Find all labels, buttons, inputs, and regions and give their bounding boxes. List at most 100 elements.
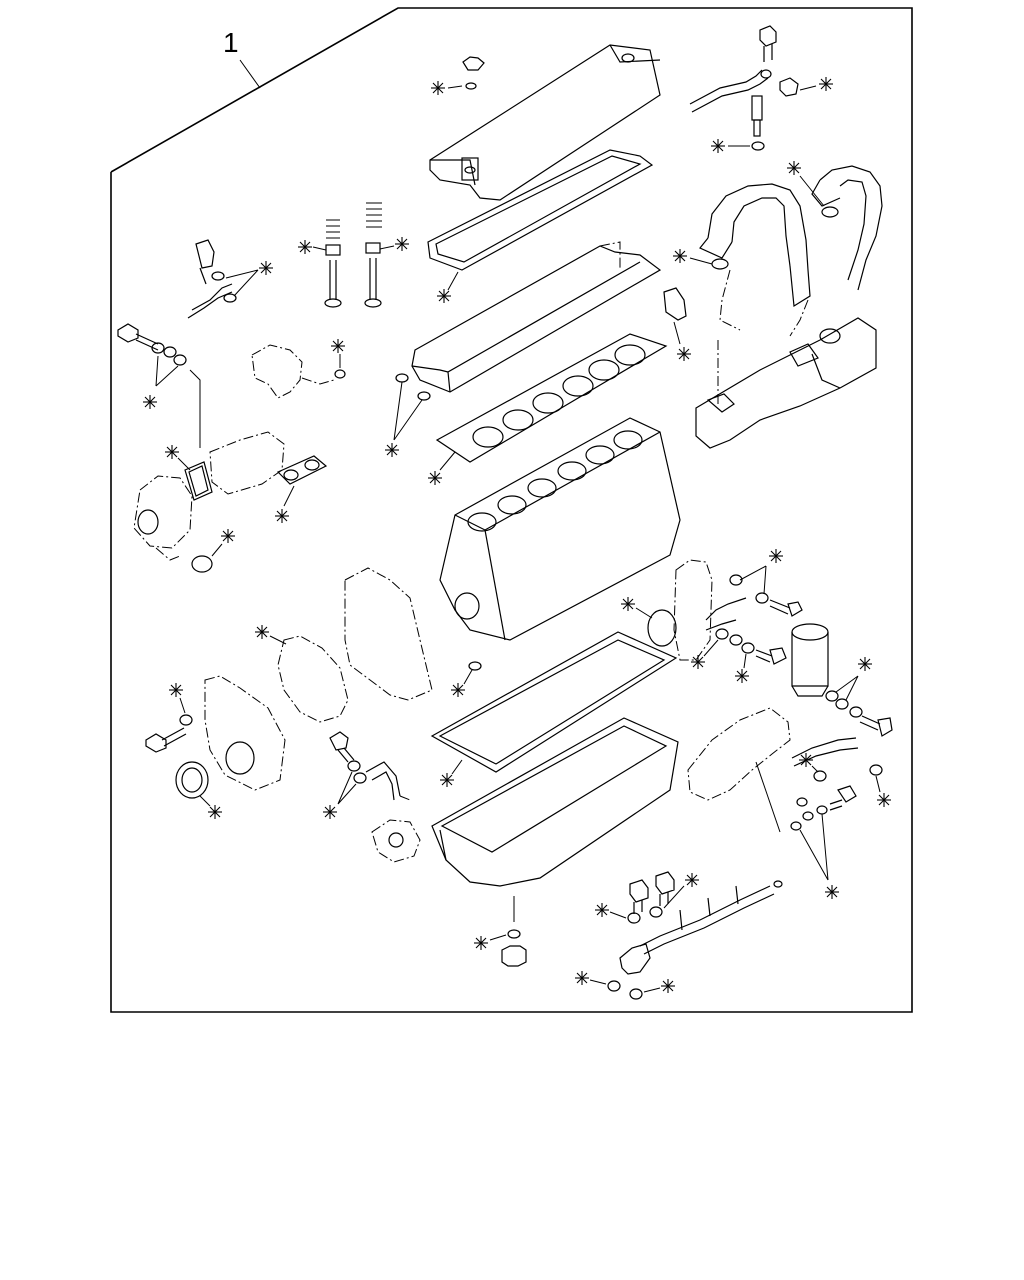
water-hose	[811, 165, 883, 291]
gasket-marker	[142, 394, 158, 410]
callout-leader	[239, 59, 261, 89]
gasket-marker	[710, 138, 726, 154]
gasket-marker	[258, 260, 274, 276]
hose-gasket	[821, 206, 839, 218]
thermostat-housing	[251, 344, 303, 399]
gasket-marker	[574, 970, 590, 986]
gasket-marker	[857, 656, 873, 672]
fuel-bolt-a	[629, 879, 649, 914]
gasket-marker	[594, 902, 610, 918]
fuel-washer-d	[629, 988, 643, 1000]
gasket-marker	[684, 872, 700, 888]
rocker-cover-gasket	[427, 149, 654, 271]
injection-pump	[687, 707, 791, 801]
oil-filter	[791, 623, 829, 697]
oil-cooler-body	[209, 431, 285, 495]
cylinder-head-gasket	[435, 333, 668, 463]
oil-filter-bolt	[859, 715, 893, 737]
fuel-washer-a	[627, 912, 641, 924]
gasket-marker	[330, 338, 346, 354]
injection-pipe	[791, 737, 859, 767]
front-timing-cover	[344, 567, 433, 701]
oil-cooler-gasket	[184, 461, 213, 501]
turbo-union	[779, 77, 799, 97]
fuel-leak-off-pipe	[619, 880, 783, 975]
gasket-marker	[672, 248, 688, 264]
outlet-pipe-gasket	[711, 258, 729, 270]
gasket-marker	[690, 654, 706, 670]
valve-spring-left	[324, 219, 342, 308]
cylinder-block	[439, 417, 681, 641]
callout-number: 1	[223, 27, 239, 58]
gasket-marker	[297, 239, 313, 255]
fuel-washer-b	[649, 906, 663, 918]
water-pump	[133, 475, 193, 561]
front-cover-gasket	[277, 635, 349, 723]
turbo-oil-pipe	[689, 69, 772, 113]
fuel-washer-c	[607, 980, 621, 992]
thermostat-gasket	[663, 287, 687, 321]
oil-pan-gasket	[430, 631, 678, 773]
valve-spring-right	[364, 202, 382, 308]
injection-washers-lower	[790, 797, 828, 831]
gasket-marker	[676, 346, 692, 362]
block-o-ring	[468, 661, 482, 671]
gasket-marker	[394, 236, 410, 252]
oil-cooler-pipe	[187, 239, 237, 319]
gasket-marker	[768, 548, 784, 564]
water-pump-o-ring	[191, 555, 213, 573]
turbo-oil-feed-bolt	[759, 25, 777, 62]
intake-manifold	[695, 317, 877, 449]
gasket-marker	[274, 508, 290, 524]
gasket-marker	[254, 624, 270, 640]
fuel-bolt-b	[655, 871, 675, 906]
gasket-marker	[430, 80, 446, 96]
gasket-marker	[322, 804, 338, 820]
gasket-marker	[427, 470, 443, 486]
front-end-cover	[204, 675, 286, 791]
drain-plug	[501, 945, 527, 967]
oil-pump-pipe	[365, 761, 411, 801]
drain-plug-washer	[507, 929, 521, 939]
gasket-marker	[450, 682, 466, 698]
oil-cooler-housing-right	[673, 559, 713, 661]
gasket-marker	[439, 772, 455, 788]
oil-pump-washers	[347, 760, 367, 784]
gasket-marker	[824, 884, 840, 900]
oil-cooler-bolt	[117, 323, 187, 366]
front-oil-seal	[175, 761, 209, 799]
gasket-marker	[164, 444, 180, 460]
rocker-cover	[429, 44, 661, 201]
oil-pipe-right	[705, 574, 769, 654]
injection-bolt	[829, 785, 857, 811]
gasket-marker	[660, 978, 676, 994]
water-outlet-pipe	[699, 183, 811, 308]
gasket-marker	[620, 596, 636, 612]
oil-pump	[371, 819, 421, 863]
turbo-oil-fitting	[751, 95, 765, 151]
oil-cooler-element-gasket	[276, 455, 328, 485]
oil-pan	[431, 717, 679, 887]
kit-frame	[110, 7, 913, 1013]
oil-pipe-bolt-upper	[769, 599, 803, 617]
oil-filter-washers	[825, 690, 863, 718]
gasket-marker	[786, 160, 802, 176]
injection-washer-2	[869, 764, 883, 776]
gasket-marker	[384, 442, 400, 458]
cylinder-head	[411, 241, 662, 393]
oil-cooler-right-gasket	[647, 609, 677, 647]
gasket-marker	[473, 935, 489, 951]
injection-washer	[813, 770, 827, 782]
oil-pipe-bolt-lower	[755, 647, 787, 665]
gasket-marker	[876, 792, 892, 808]
oil-pump-bolt	[329, 731, 355, 763]
gasket-marker	[168, 682, 184, 698]
gasket-marker	[798, 752, 814, 768]
gasket-marker	[436, 288, 452, 304]
thermostat-o-ring	[334, 369, 346, 379]
front-cover-bolt	[145, 714, 193, 753]
gasket-marker	[734, 668, 750, 684]
gasket-marker	[207, 804, 223, 820]
gasket-marker	[818, 76, 834, 92]
